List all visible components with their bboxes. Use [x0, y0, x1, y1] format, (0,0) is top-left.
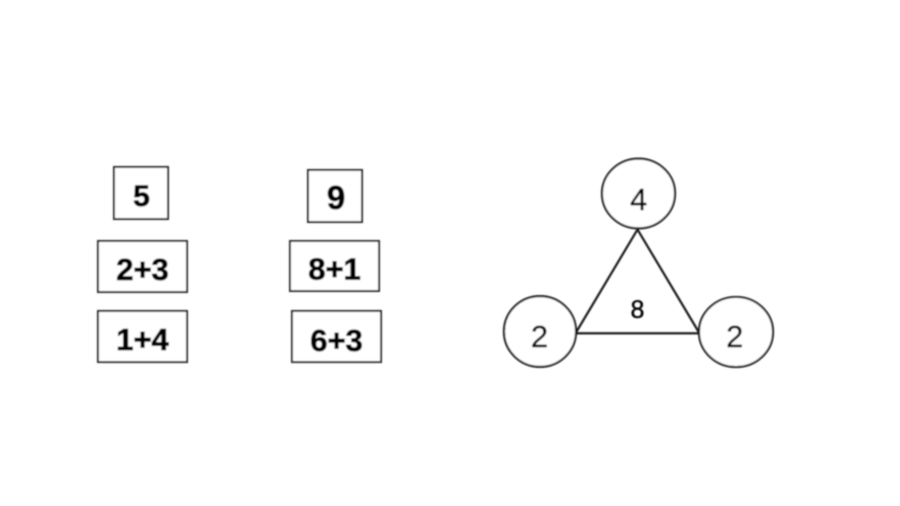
svg-text:2+3: 2+3	[116, 252, 169, 287]
svg-text:5: 5	[133, 180, 150, 213]
svg-text:8: 8	[631, 296, 645, 324]
svg-text:4: 4	[630, 182, 647, 217]
svg-text:2: 2	[531, 319, 548, 354]
svg-text:2: 2	[726, 319, 743, 354]
svg-text:9: 9	[327, 179, 345, 216]
svg-text:8+1: 8+1	[308, 251, 361, 286]
svg-text:6+3: 6+3	[310, 323, 363, 358]
svg-text:1+4: 1+4	[116, 322, 169, 357]
